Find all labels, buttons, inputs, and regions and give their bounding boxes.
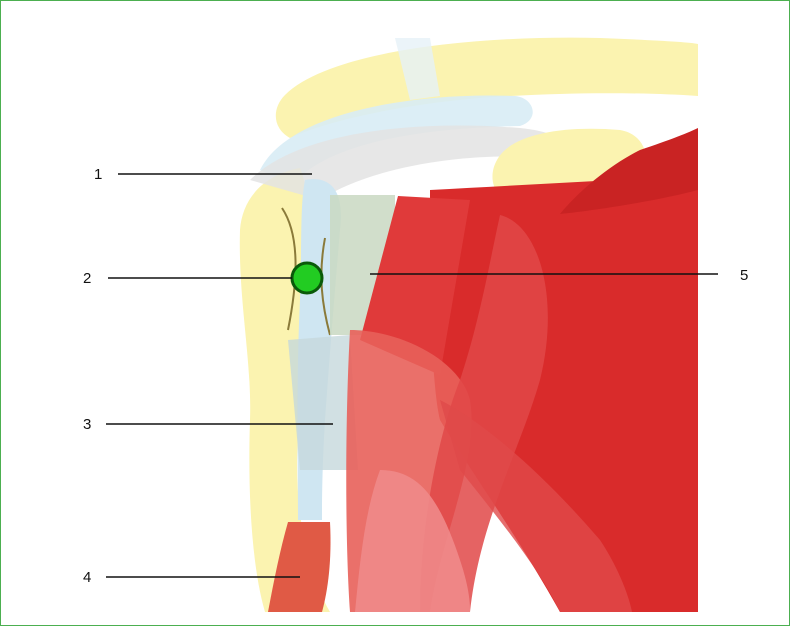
label-3: 3 [83,416,91,433]
label-5: 5 [740,267,748,284]
marker-point [292,263,322,293]
label-2: 2 [83,270,91,287]
label-1: 1 [94,166,102,183]
label-4: 4 [83,569,91,586]
